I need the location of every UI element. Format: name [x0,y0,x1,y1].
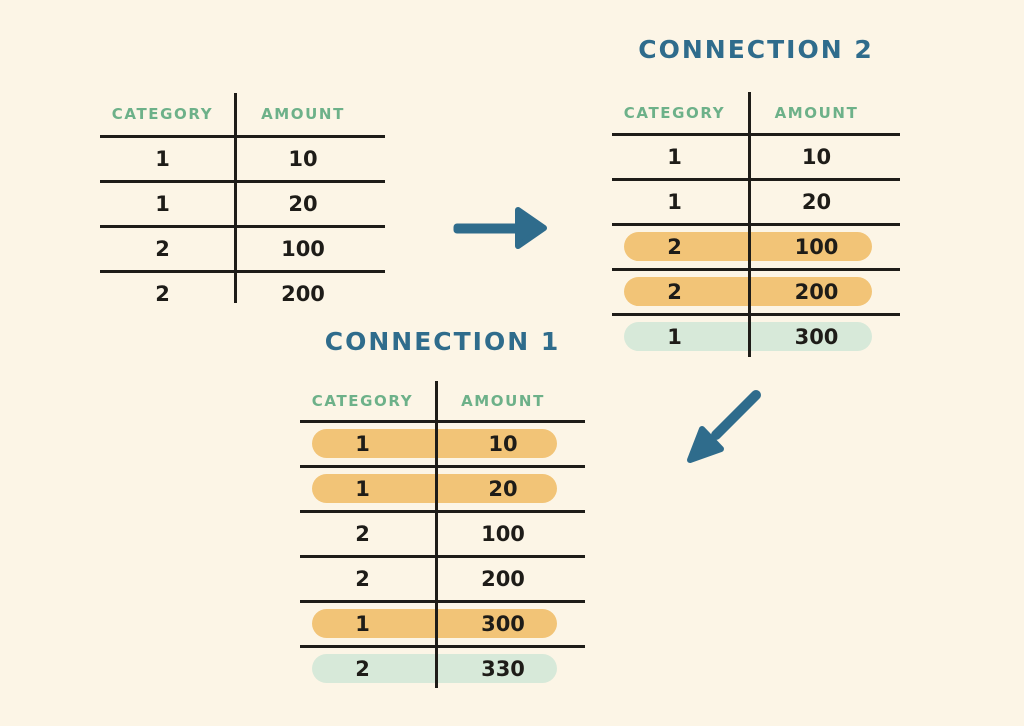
table-source: CATEGORY AMOUNT 1 10 1 20 2 100 2 200 [100,93,385,315]
table-header: CATEGORY AMOUNT [612,92,900,133]
table-body: 1 10 1 20 2 100 2 200 1 300 2 330 [300,420,585,690]
row-highlight-pill [312,609,557,638]
table-row: 2 100 [612,223,900,268]
table-row: 2 200 [100,270,385,315]
table-row: 2 200 [612,268,900,313]
table-row: 1 300 [612,313,900,358]
category-cell: 1 [155,147,170,171]
category-cell: 2 [155,282,170,306]
category-cell: 1 [355,612,370,636]
column-header-category: CATEGORY [111,105,214,123]
amount-cell: 20 [288,192,318,216]
table-row: 1 300 [300,600,585,645]
category-cell: 2 [667,235,682,259]
amount-cell: 200 [281,282,325,306]
table-row: 1 10 [612,133,900,178]
table-row: 2 330 [300,645,585,690]
amount-cell: 20 [488,477,518,501]
table-row: 1 20 [612,178,900,223]
category-cell: 2 [355,522,370,546]
amount-cell: 300 [481,612,525,636]
table-body: 1 10 1 20 2 100 2 200 [100,135,385,315]
column-divider-line [435,381,438,688]
table-row: 2 200 [300,555,585,600]
column-divider-line [748,92,751,357]
category-cell: 1 [667,190,682,214]
amount-cell: 330 [481,657,525,681]
amount-cell: 200 [481,567,525,591]
table-row: 1 10 [100,135,385,180]
amount-cell: 100 [794,235,839,259]
table-row: 2 100 [100,225,385,270]
amount-cell: 300 [794,325,839,349]
column-header-amount: AMOUNT [774,103,859,122]
amount-cell: 10 [288,147,318,171]
column-header-category: CATEGORY [623,103,726,122]
table-row: 1 20 [300,465,585,510]
column-divider-line [234,93,237,303]
arrow-down-left-icon [676,388,768,476]
category-cell: 1 [355,477,370,501]
category-cell: 2 [355,567,370,591]
table-row: 2 100 [300,510,585,555]
amount-cell: 10 [801,145,832,169]
arrow-right-icon [452,206,547,254]
category-cell: 1 [667,325,682,349]
amount-cell: 100 [281,237,325,261]
amount-cell: 100 [481,522,525,546]
category-cell: 2 [355,657,370,681]
table-body: 1 10 1 20 2 100 2 200 1 300 [612,133,900,358]
amount-cell: 200 [794,280,839,304]
column-header-amount: AMOUNT [461,391,545,410]
category-cell: 1 [355,432,370,456]
table-row: 1 10 [300,420,585,465]
category-cell: 1 [667,145,682,169]
table-header: CATEGORY AMOUNT [300,381,585,420]
table-title-connection-2: CONNECTION 2 [638,35,874,64]
category-cell: 2 [155,237,170,261]
table-row: 1 20 [100,180,385,225]
amount-cell: 10 [488,432,518,456]
category-cell: 2 [667,280,682,304]
table-header: CATEGORY AMOUNT [100,93,385,135]
column-header-amount: AMOUNT [261,105,345,123]
table-title-connection-1: CONNECTION 1 [324,327,561,356]
amount-cell: 20 [801,190,832,214]
row-highlight-pill [312,654,557,683]
row-highlight-pill [312,429,557,458]
category-cell: 1 [155,192,170,216]
row-highlight-pill [312,474,557,503]
column-header-category: CATEGORY [311,391,414,410]
